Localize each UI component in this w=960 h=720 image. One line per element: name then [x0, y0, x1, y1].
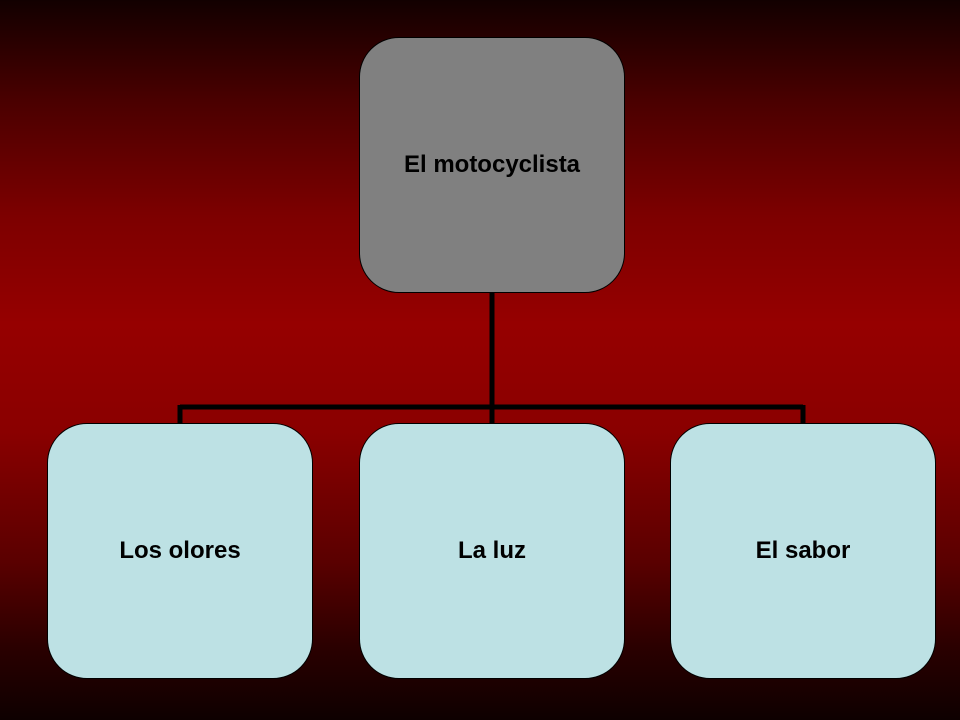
root-node-label: El motocyclista — [403, 151, 581, 178]
child-node-luz: La luz — [359, 423, 625, 679]
child-node-olores: Los olores — [47, 423, 313, 679]
child-node-label: El sabor — [755, 537, 851, 564]
child-node-label: Los olores — [119, 537, 241, 564]
root-node: El motocyclista — [359, 37, 625, 293]
child-node-sabor: El sabor — [670, 423, 936, 679]
child-node-label: La luz — [457, 537, 526, 564]
